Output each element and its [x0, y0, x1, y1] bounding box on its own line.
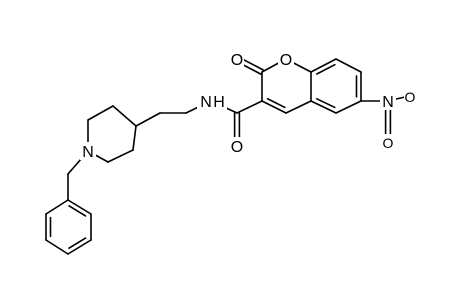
bond-b6-b1-inner [68, 205, 87, 217]
lactone-oxygen-bg [228, 50, 244, 68]
ring-oxygen-bg [278, 50, 294, 68]
nitro-oxygen-bottom-label: O [383, 135, 394, 151]
nitro-nitrogen-bg [380, 92, 396, 110]
bond-p5-p6 [87, 105, 114, 121]
nitro-oxygen-bottom-bg [381, 134, 396, 151]
bond-c4-c3-inner [266, 97, 286, 109]
bond-b6-b1 [67, 199, 92, 215]
bond-p4-p5 [112, 105, 137, 127]
bond-c8-c8a [310, 58, 337, 73]
bonds [45, 56, 410, 255]
bond-c4-c3 [261, 100, 287, 114]
bond-p4-e1 [135, 112, 161, 127]
bond-b3-b4 [45, 239, 69, 255]
bond-c4a-c4 [285, 100, 312, 114]
amide-oxygen-bg [229, 137, 245, 155]
atom-labels: O O N H O N O O N [80, 50, 417, 161]
bond-c7-c8 [335, 58, 362, 73]
bond-p3-p4 [132, 125, 137, 151]
piperidine-nitrogen-bg [80, 142, 96, 160]
piperidine-nitrogen-label: N [82, 144, 94, 161]
nitro-oxygen-top-label: O [405, 89, 416, 105]
bond-c8-c8a-inner [316, 63, 336, 75]
bond-aC-c3 [236, 100, 263, 114]
amide-carbonyl-oxygen-label: O [231, 139, 243, 156]
bond-c5-c6 [335, 100, 362, 114]
bond-c4a-c5-inner [316, 98, 336, 109]
nitro-oxygen-top-bg [404, 90, 417, 105]
lactone-carbonyl-oxygen-label: O [231, 52, 243, 69]
bond-b4-b5 [67, 239, 92, 255]
bond-c4a-c5 [310, 100, 337, 114]
amide-nitrogen-label: N [200, 94, 212, 111]
amide-nh-bg [197, 92, 227, 110]
bond-b1-b2 [45, 199, 69, 215]
nitro-nitrogen-label: N [382, 94, 394, 111]
amide-hydrogen-label: H [213, 94, 225, 111]
bond-b4-b5-inner [68, 237, 87, 249]
bond-p2-p3 [107, 149, 134, 163]
ring-oxygen-label: O [280, 52, 292, 69]
